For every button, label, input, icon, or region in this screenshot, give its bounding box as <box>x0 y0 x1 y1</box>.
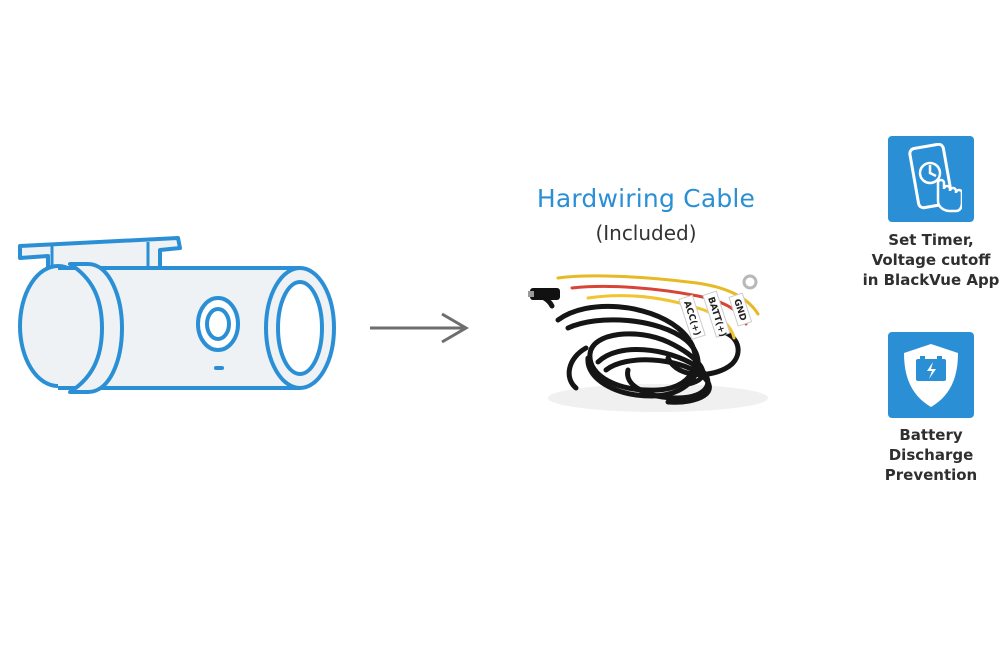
timer-label-line-3: in BlackVue App <box>862 271 1000 289</box>
battery-label-line-2: Discharge <box>888 446 974 464</box>
battery-label-line-3: Prevention <box>884 466 978 484</box>
cable-title: Hardwiring Cable <box>536 184 756 213</box>
battery-label-line-1: Battery <box>899 426 963 444</box>
battery-shield-icon <box>888 332 974 418</box>
smartphone-tap-icon <box>888 136 974 222</box>
battery-feature-label: Battery Discharge Prevention <box>856 425 1000 485</box>
cable-subtitle: (Included) <box>595 221 697 245</box>
timer-label-line-2: Voltage cutoff <box>871 251 991 269</box>
right-arrow-icon <box>370 312 469 344</box>
hardwiring-cable-image: ACC(+) BATT(+) GND <box>528 274 768 412</box>
timer-feature-label: Set Timer, Voltage cutoff in BlackVue Ap… <box>856 230 1000 290</box>
timer-label-line-1: Set Timer, <box>888 231 974 249</box>
dashcam-illustration <box>18 236 336 394</box>
